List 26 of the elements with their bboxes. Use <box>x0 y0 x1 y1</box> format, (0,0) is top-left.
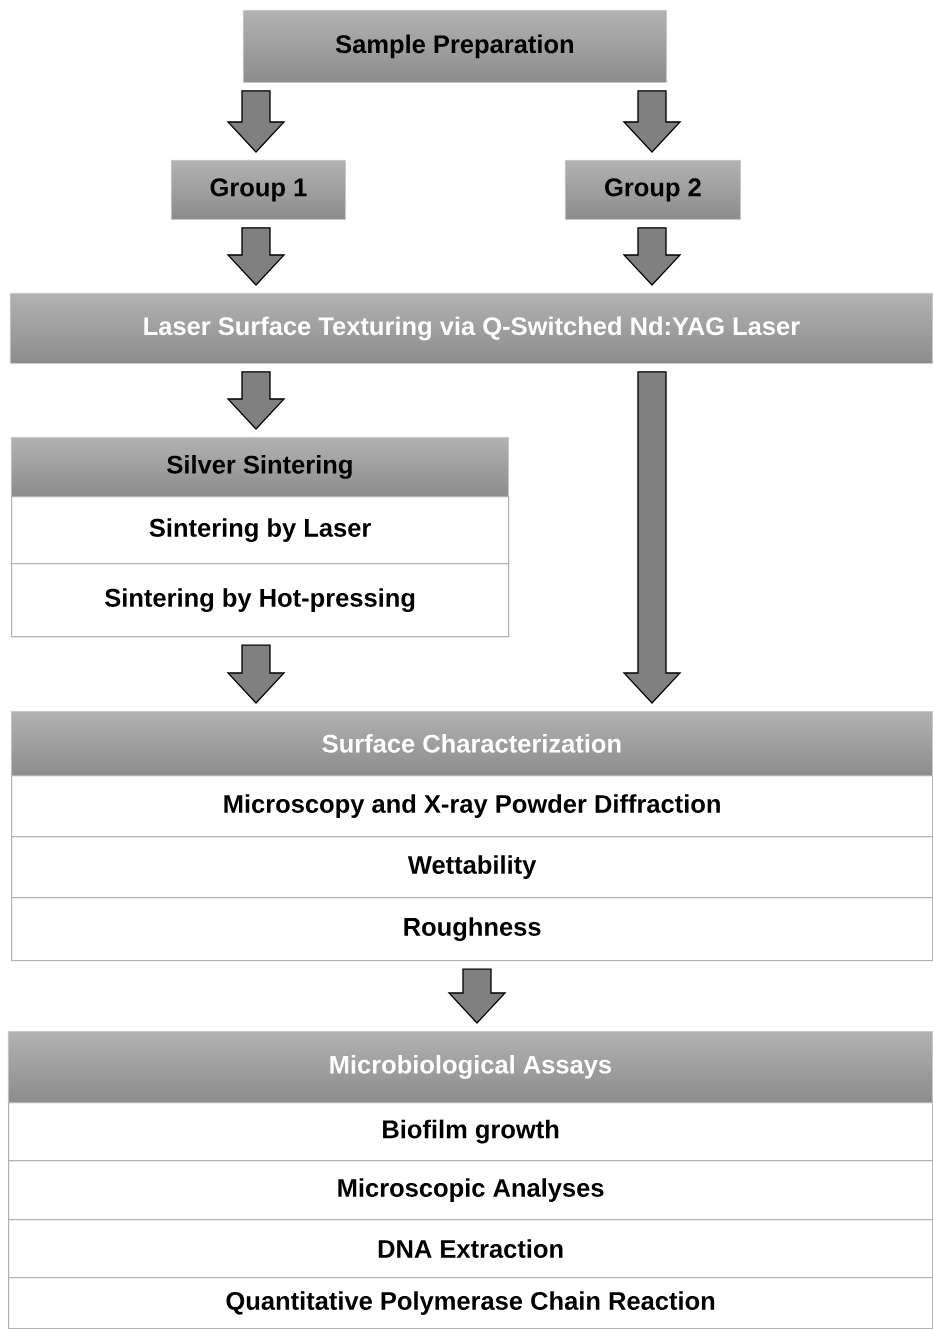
arrow <box>226 227 286 286</box>
list-box: Biofilm growth <box>8 1102 933 1162</box>
list-box: Sintering by Hot-pressing <box>11 563 510 638</box>
process-box: Microbiological Assays <box>8 1031 933 1103</box>
arrow <box>622 371 682 704</box>
node-label: DNA Extraction <box>378 1239 563 1258</box>
arrow <box>226 90 286 153</box>
arrow <box>226 371 286 430</box>
list-box: Microscopy and X-ray Powder Diffraction <box>11 775 933 838</box>
process-box: Group 2 <box>565 160 741 220</box>
list-box: Wettability <box>11 836 933 899</box>
process-box: Silver Sintering <box>11 437 509 497</box>
list-box: Sintering by Laser <box>11 496 510 565</box>
process-box: Surface Characterization <box>11 711 933 776</box>
arrow <box>622 90 682 153</box>
list-box: Microscopic Analyses <box>8 1160 933 1221</box>
arrow <box>447 968 507 1024</box>
arrow <box>622 227 682 286</box>
list-box: DNA Extraction <box>8 1219 933 1279</box>
list-box: Roughness <box>11 897 933 962</box>
node-label: Wettability <box>407 855 537 879</box>
process-box: Sample Preparation <box>243 10 667 83</box>
process-box: Group 1 <box>171 160 346 220</box>
process-box: Laser Surface Texturing via Q-Switched Nd:YAG Laser <box>10 293 933 364</box>
list-box: Quantitative Polymerase Chain Reaction <box>8 1277 933 1329</box>
arrow <box>226 644 286 704</box>
